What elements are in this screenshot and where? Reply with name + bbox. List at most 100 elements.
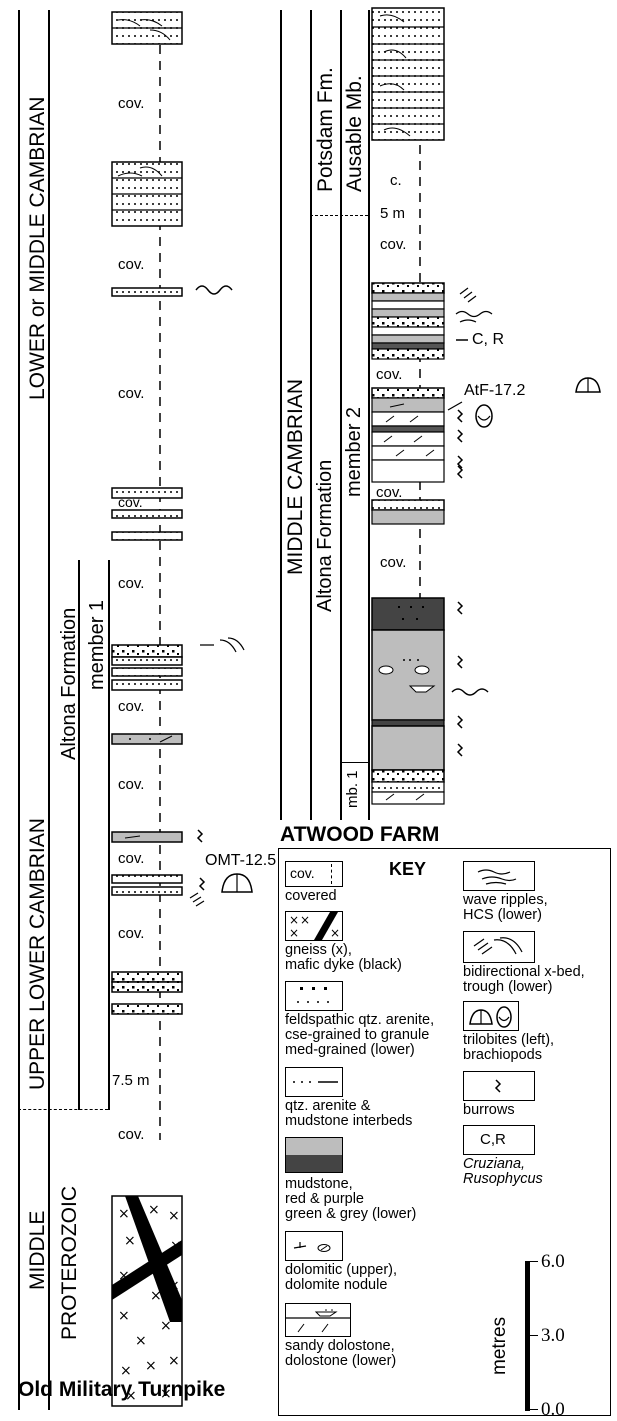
trilobite-symbol-right xyxy=(576,378,600,392)
burrow-symbol-r8 xyxy=(458,744,462,756)
mudstone-text-3: green & grey (lower) xyxy=(285,1207,416,1222)
burrow-symbol-2 xyxy=(200,878,204,890)
sandy-dolostone-text-2: dolostone (lower) xyxy=(285,1354,396,1369)
left-bed-group-8 xyxy=(112,972,182,1014)
left-bed-group-2 xyxy=(112,162,182,226)
gneiss-text-1: gneiss (x), xyxy=(285,943,352,958)
sample-label-omt: OMT-12.5 xyxy=(205,852,276,870)
burrow-symbol-r7 xyxy=(458,716,462,728)
right-stratigraphic-column xyxy=(280,0,617,830)
member2-mudstone-beds xyxy=(372,598,444,770)
x-bed-swatch xyxy=(463,931,535,963)
gneiss-pattern: ×××× xyxy=(286,912,342,940)
gneiss-swatch: ×××× xyxy=(285,911,343,941)
scale-value-top: 6.0 xyxy=(541,1251,565,1273)
x-bed-text-2: trough (lower) xyxy=(463,980,552,995)
dolomitic-text-2: dolomite nodule xyxy=(285,1278,387,1293)
wave-ripple-symbol xyxy=(196,286,232,294)
wave-ripples-swatch xyxy=(463,861,535,891)
member2-middle-beds xyxy=(372,500,444,524)
scale-tick-mid xyxy=(530,1335,538,1336)
svg-text:×: × xyxy=(300,913,310,927)
left-bed-group-5 xyxy=(112,645,182,690)
scale-value-bot: 0.0 xyxy=(541,1399,565,1421)
mudstone-text-1: mudstone, xyxy=(285,1177,353,1192)
cross-bed-symbol xyxy=(200,638,244,652)
fossil-text-1: trilobites (left), xyxy=(463,1033,554,1048)
burrow-symbol-r5 xyxy=(458,602,462,614)
svg-text:×: × xyxy=(148,1202,160,1218)
scale-tick-bot xyxy=(530,1409,538,1410)
svg-text:×: × xyxy=(145,1358,157,1374)
dolomitic-swatch xyxy=(285,1231,343,1261)
key-heading: KEY xyxy=(389,859,426,880)
member1-basal-beds xyxy=(372,770,444,804)
burrows-swatch xyxy=(463,1071,535,1101)
mudstone-text-2: red & purple xyxy=(285,1192,364,1207)
fossil-text-2: brachiopods xyxy=(463,1048,542,1063)
mudstone-swatch xyxy=(285,1137,343,1173)
burrow-symbol-r2 xyxy=(458,430,462,442)
burrow-symbol-r6 xyxy=(458,656,462,668)
left-section-title: Old Military Turnpike xyxy=(18,1378,225,1402)
covered-label: cov. xyxy=(376,484,402,501)
svg-text:×: × xyxy=(168,1353,180,1369)
svg-text:×: × xyxy=(289,926,299,940)
covered-label: cov. xyxy=(380,554,406,571)
wave-ripples-text-2: HCS (lower) xyxy=(463,908,542,923)
covered-swatch-label: cov. xyxy=(290,865,315,881)
left-stratigraphic-column: ××× ×× ×× ××× ×× ××× ×× xyxy=(0,0,300,1420)
burrow-symbol-r1 xyxy=(458,410,462,422)
covered-swatch: cov. xyxy=(285,861,343,887)
covered-label: cov. xyxy=(118,698,144,715)
cruziana-swatch: C,R xyxy=(463,1125,535,1155)
svg-text:×: × xyxy=(120,1363,132,1379)
covered-label: cov. xyxy=(118,1126,144,1143)
feldspathic-text-3: med-grained (lower) xyxy=(285,1043,415,1058)
covered-label: cov. xyxy=(118,776,144,793)
dolomitic-text-1: dolomitic (upper), xyxy=(285,1263,397,1278)
gneiss-basement: ××× ×× ×× ××× ×× ××× ×× xyxy=(112,1196,182,1406)
covered-label: cov. xyxy=(118,850,144,867)
sample-tick xyxy=(448,402,462,410)
right-section-title: ATWOOD FARM xyxy=(280,823,439,847)
c-label: c. xyxy=(390,172,402,189)
qtz-arenite-swatch xyxy=(285,1067,343,1097)
feldspathic-swatch xyxy=(285,981,343,1011)
qtz-arenite-text-2: mudstone interbeds xyxy=(285,1114,412,1129)
left-bed-top xyxy=(112,12,182,44)
cruziana-text-1: Cruziana, xyxy=(463,1157,525,1172)
covered-label: cov. xyxy=(380,236,406,253)
gneiss-text-2: mafic dyke (black) xyxy=(285,958,402,973)
svg-text:×: × xyxy=(135,1333,147,1349)
thickness-label: 7.5 m xyxy=(112,1072,150,1089)
thickness-label-right: 5 m xyxy=(380,205,405,222)
trace-fossil-label: C, R xyxy=(472,331,504,349)
sample-label-atf: AtF-17.2 xyxy=(464,382,525,400)
svg-text:×: × xyxy=(289,913,299,927)
trilobite-symbol xyxy=(222,874,252,892)
svg-text:×: × xyxy=(118,1308,130,1324)
svg-text:×: × xyxy=(118,1206,130,1222)
x-bed-text-1: bidirectional x-bed, xyxy=(463,965,585,980)
covered-label: cov. xyxy=(118,256,144,273)
wave-ripple-symbol-right-2 xyxy=(452,689,488,695)
covered-label: cov. xyxy=(376,366,402,383)
covered-text: covered xyxy=(285,889,337,904)
covered-label: cov. xyxy=(118,925,144,942)
cruziana-text-2: Rusophycus xyxy=(463,1172,543,1187)
svg-text:×: × xyxy=(168,1208,180,1224)
fossil-swatch xyxy=(463,1001,519,1031)
scale-unit-label: metres xyxy=(489,1317,511,1375)
covered-label: cov. xyxy=(118,95,144,112)
sandy-dolostone-text-1: sandy dolostone, xyxy=(285,1339,395,1354)
cross-bed-symbol-2 xyxy=(190,893,204,906)
covered-label: cov. xyxy=(118,494,143,510)
feldspathic-text-1: feldspathic qtz. arenite, xyxy=(285,1013,434,1028)
legend-key: KEY cov. covered ×××× gneiss (x), mafic … xyxy=(278,848,611,1416)
burrows-text: burrows xyxy=(463,1103,515,1118)
wave-ripples-text-1: wave ripples, xyxy=(463,893,548,908)
svg-text:×: × xyxy=(330,926,340,940)
member2-dolomitic-beds xyxy=(372,388,444,482)
sandy-dolostone-swatch xyxy=(285,1303,351,1337)
